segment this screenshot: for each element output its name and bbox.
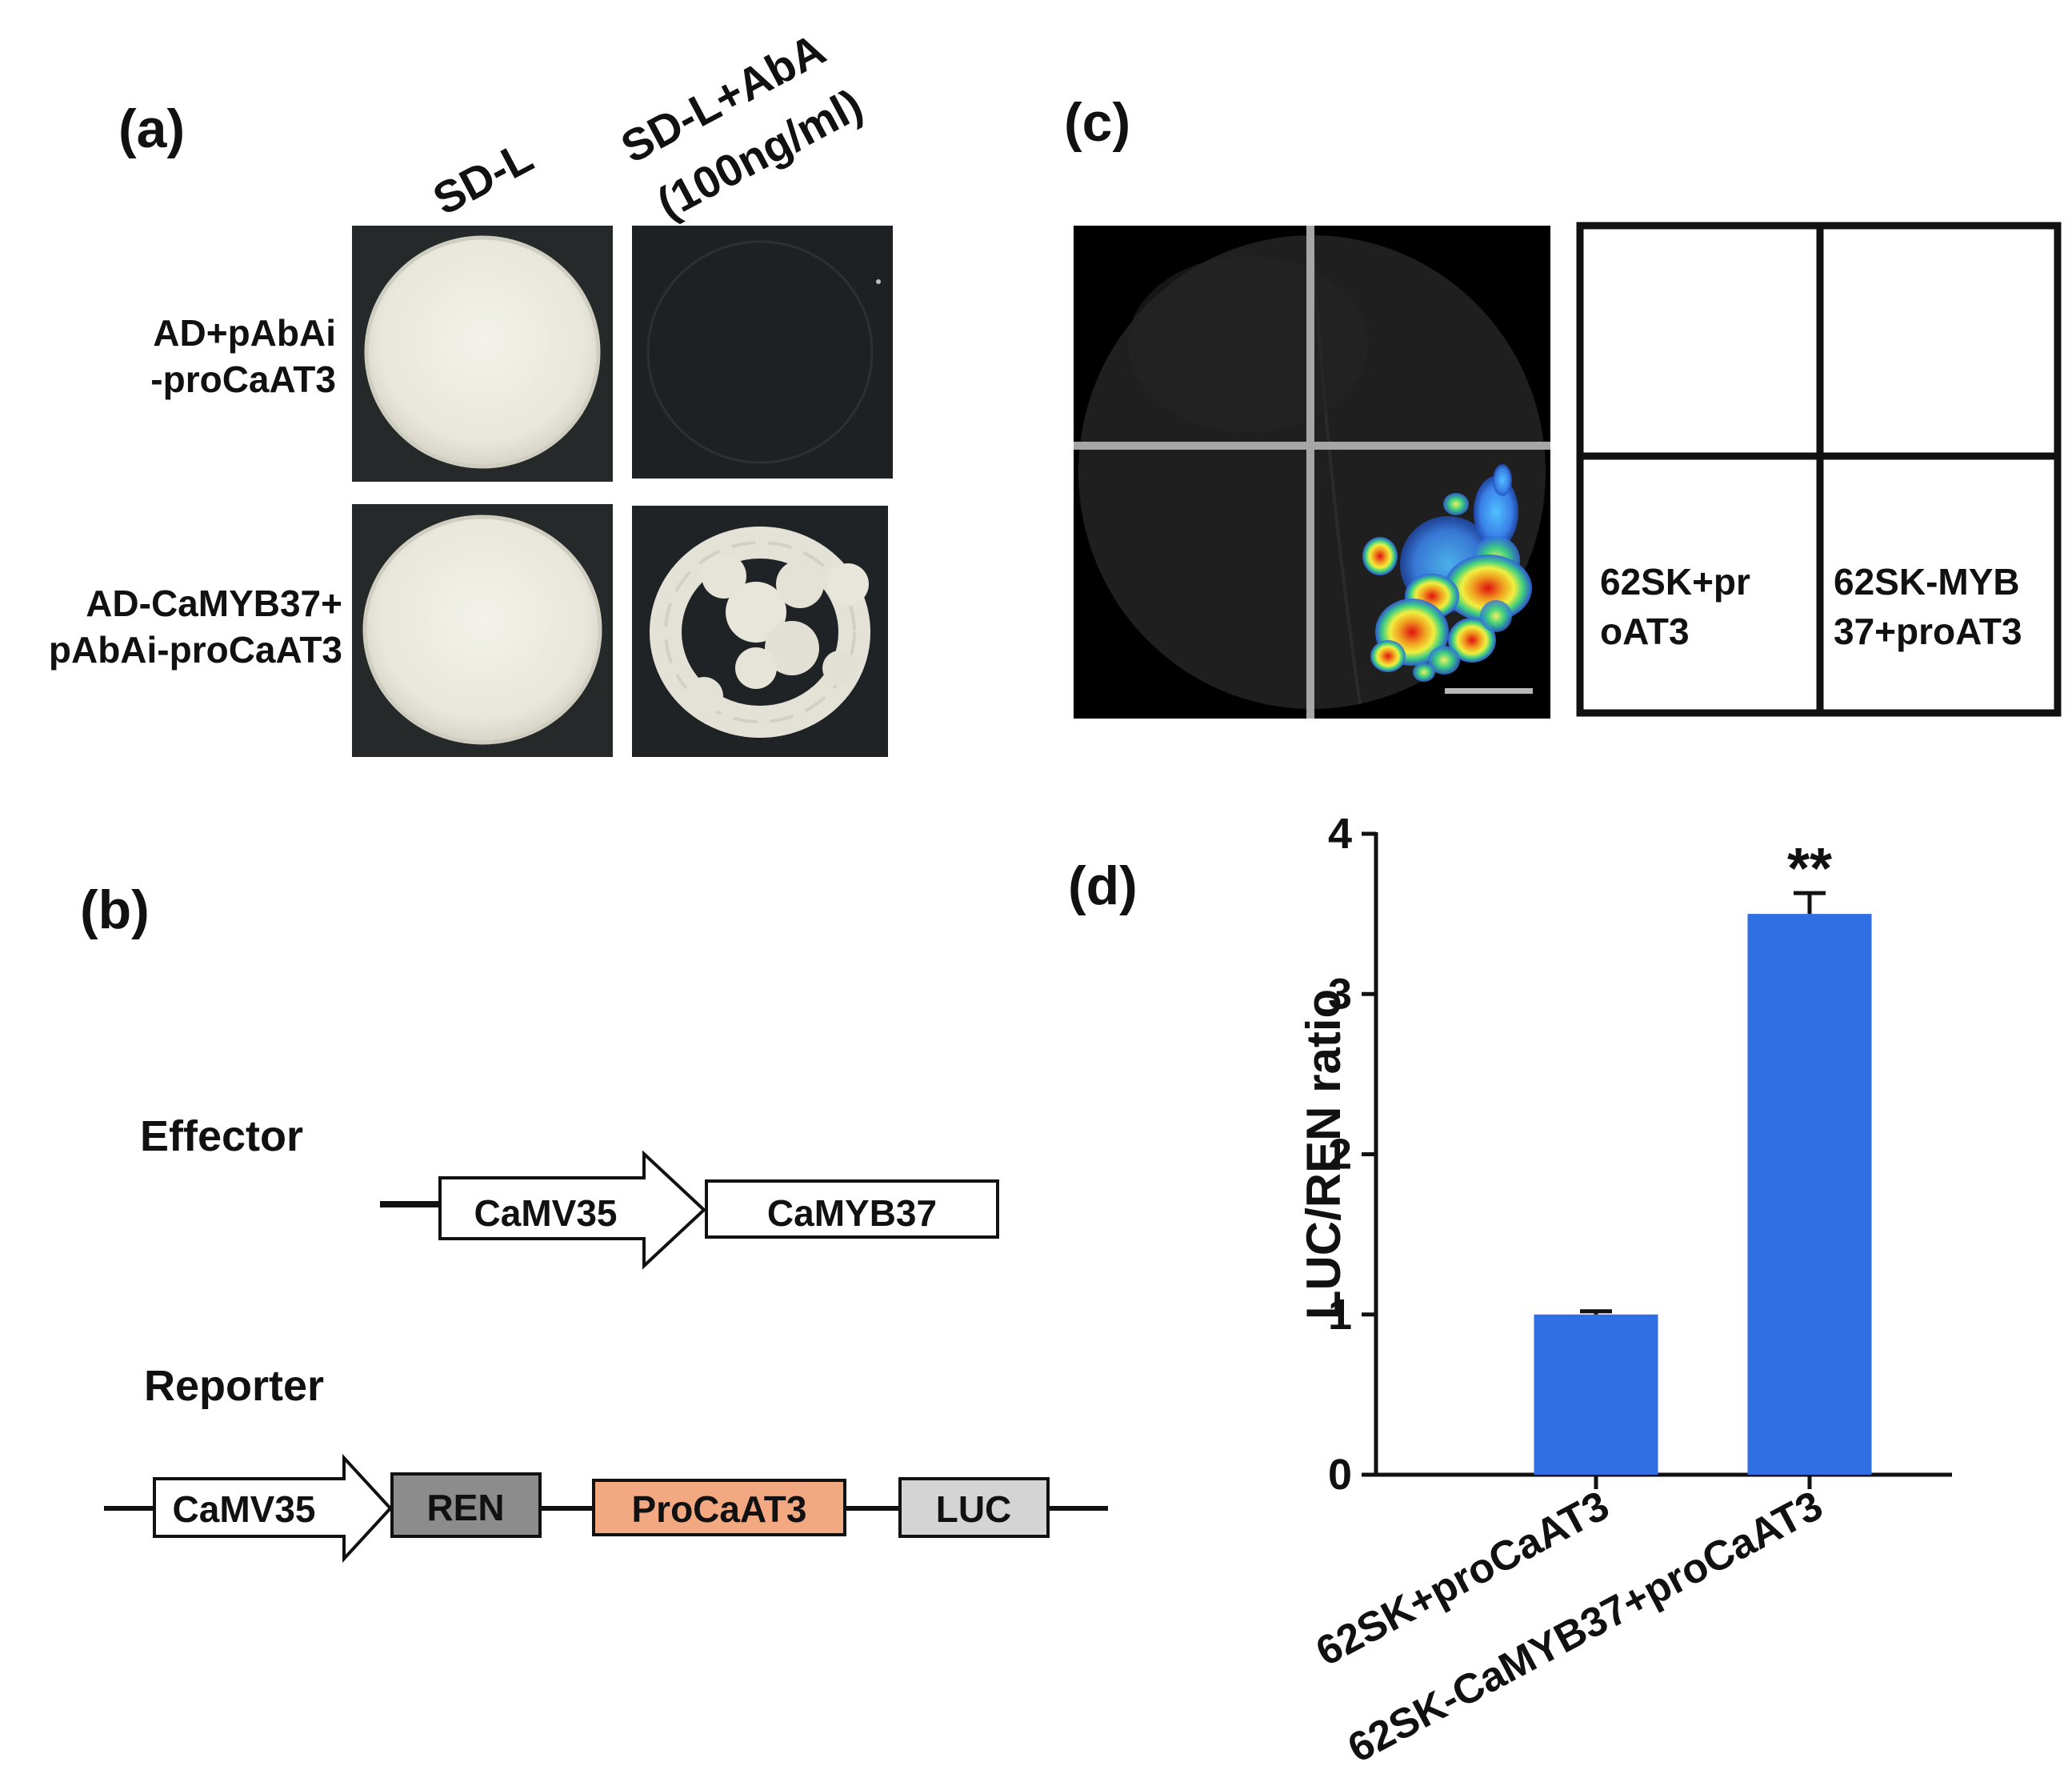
effector-title: Effector: [140, 1112, 303, 1160]
plate-control-sd-l: [352, 226, 613, 482]
effector-promoter-arrow: [438, 1150, 706, 1270]
reporter-ren-label: REN: [426, 1487, 504, 1528]
effector-gene-box: [705, 1179, 999, 1239]
bar: [1534, 1314, 1658, 1475]
panel-b-label: (b): [80, 879, 150, 940]
y-axis-title: LUC/REN ratio: [1297, 989, 1350, 1319]
quadrant-divider-vertical: [1306, 226, 1314, 719]
reporter-promoter-label: CaMV35: [173, 1488, 316, 1530]
key-cell-camyb37-line2: 37+proAT3: [1834, 611, 2022, 652]
effector-gene-label: CaMYB37: [767, 1192, 937, 1234]
quadrant-divider-horizontal: [1074, 442, 1550, 450]
panel-a-label: (a): [118, 98, 185, 159]
significance-label: **: [1787, 837, 1832, 901]
luminescence-image: [1074, 226, 1550, 719]
panel-c: (c): [1064, 92, 2062, 719]
panel-b: (b) Effector CaMV35 CaMYB37 Reporter CaM…: [80, 879, 1108, 1564]
effector-construct: CaMV35 CaMYB37: [380, 1150, 999, 1270]
row-label-camyb37-line1: AD-CaMYB37+: [86, 583, 342, 624]
effector-promoter-label: CaMV35: [474, 1192, 618, 1234]
bar: [1747, 914, 1872, 1475]
y-tick-label: 1: [1328, 1291, 1352, 1339]
row-label-control-line1: AD+pAbAi: [153, 312, 336, 354]
row-label-camyb37-line2: pAbAi-proCaAT3: [49, 629, 342, 671]
reporter-target-box: [592, 1479, 846, 1536]
key-cell-control-line2: oAT3: [1600, 611, 1690, 652]
scale-bar: [1445, 688, 1533, 694]
panel-a: (a) SD-L SD-L+AbA (100ng/ml) AD+pAbAi -p…: [49, 23, 893, 757]
panel-d-label: (d): [1068, 855, 1138, 916]
reporter-construct: CaMV35 REN ProCaAT3 LUC: [104, 1453, 1108, 1564]
reporter-promoter-arrow: [153, 1453, 393, 1564]
y-tick-label: 2: [1328, 1131, 1352, 1179]
panel-c-label: (c): [1064, 92, 1130, 153]
reporter-target-label: ProCaAT3: [632, 1488, 807, 1530]
plate-camyb37-sd-l-aba: [632, 506, 888, 757]
y-tick-label: 3: [1328, 970, 1352, 1018]
key-cell-camyb37-line1: 62SK-MYB: [1834, 561, 2020, 603]
reporter-luc-label: LUC: [936, 1488, 1012, 1530]
reporter-title: Reporter: [144, 1362, 324, 1410]
plate-camyb37-sd-l: [352, 504, 613, 757]
reporter-ren-box: [390, 1472, 542, 1538]
luminescence-signal: [1362, 464, 1532, 682]
key-cell-control-line1: 62SK+pr: [1600, 561, 1750, 603]
y-tick-label: 0: [1328, 1451, 1352, 1499]
reporter-luc-box: [898, 1477, 1050, 1538]
column-header-sd-l: SD-L: [425, 131, 541, 225]
row-label-control-line2: -proCaAT3: [150, 358, 336, 400]
plate-control-sd-l-aba: [632, 226, 893, 479]
y-tick-label: 4: [1328, 810, 1352, 858]
sample-key-grid: 62SK+pr oAT3 62SK-MYB 37+proAT3: [1576, 222, 2062, 717]
